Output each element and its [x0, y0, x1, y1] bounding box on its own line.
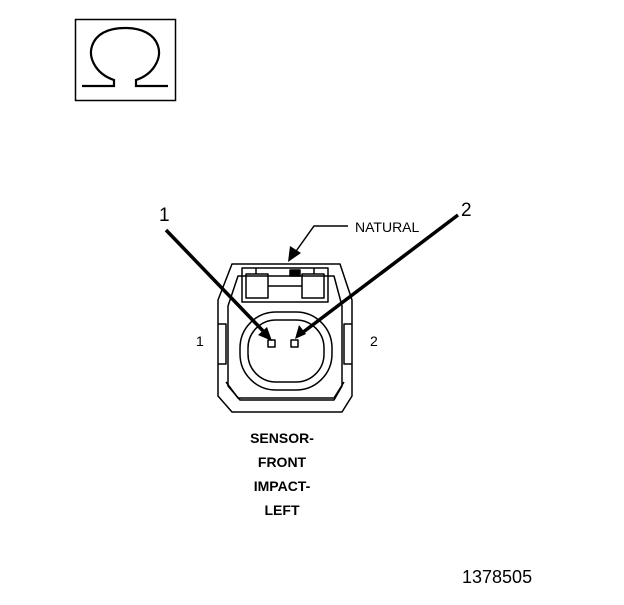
cavity-1-label: 1: [196, 333, 204, 349]
cavity-2-label: 2: [370, 333, 378, 349]
caption-line: LEFT: [264, 502, 300, 518]
color-label: NATURAL: [355, 219, 420, 235]
caption-line: IMPACT-: [253, 478, 311, 494]
pin2-leader: [295, 213, 460, 339]
connector-body: [217, 263, 353, 413]
caption-line: FRONT: [257, 454, 307, 470]
caption-line: SENSOR-: [250, 430, 314, 446]
ohm-icon: [74, 18, 177, 102]
pin1-callout: 1: [159, 205, 170, 226]
figure-number: 1378505: [462, 567, 533, 587]
component-caption: SENSOR- FRONT IMPACT- LEFT: [222, 426, 342, 522]
pin1-leader: [164, 228, 272, 341]
color-leader: [288, 225, 348, 262]
pin2-callout: 2: [461, 200, 472, 221]
